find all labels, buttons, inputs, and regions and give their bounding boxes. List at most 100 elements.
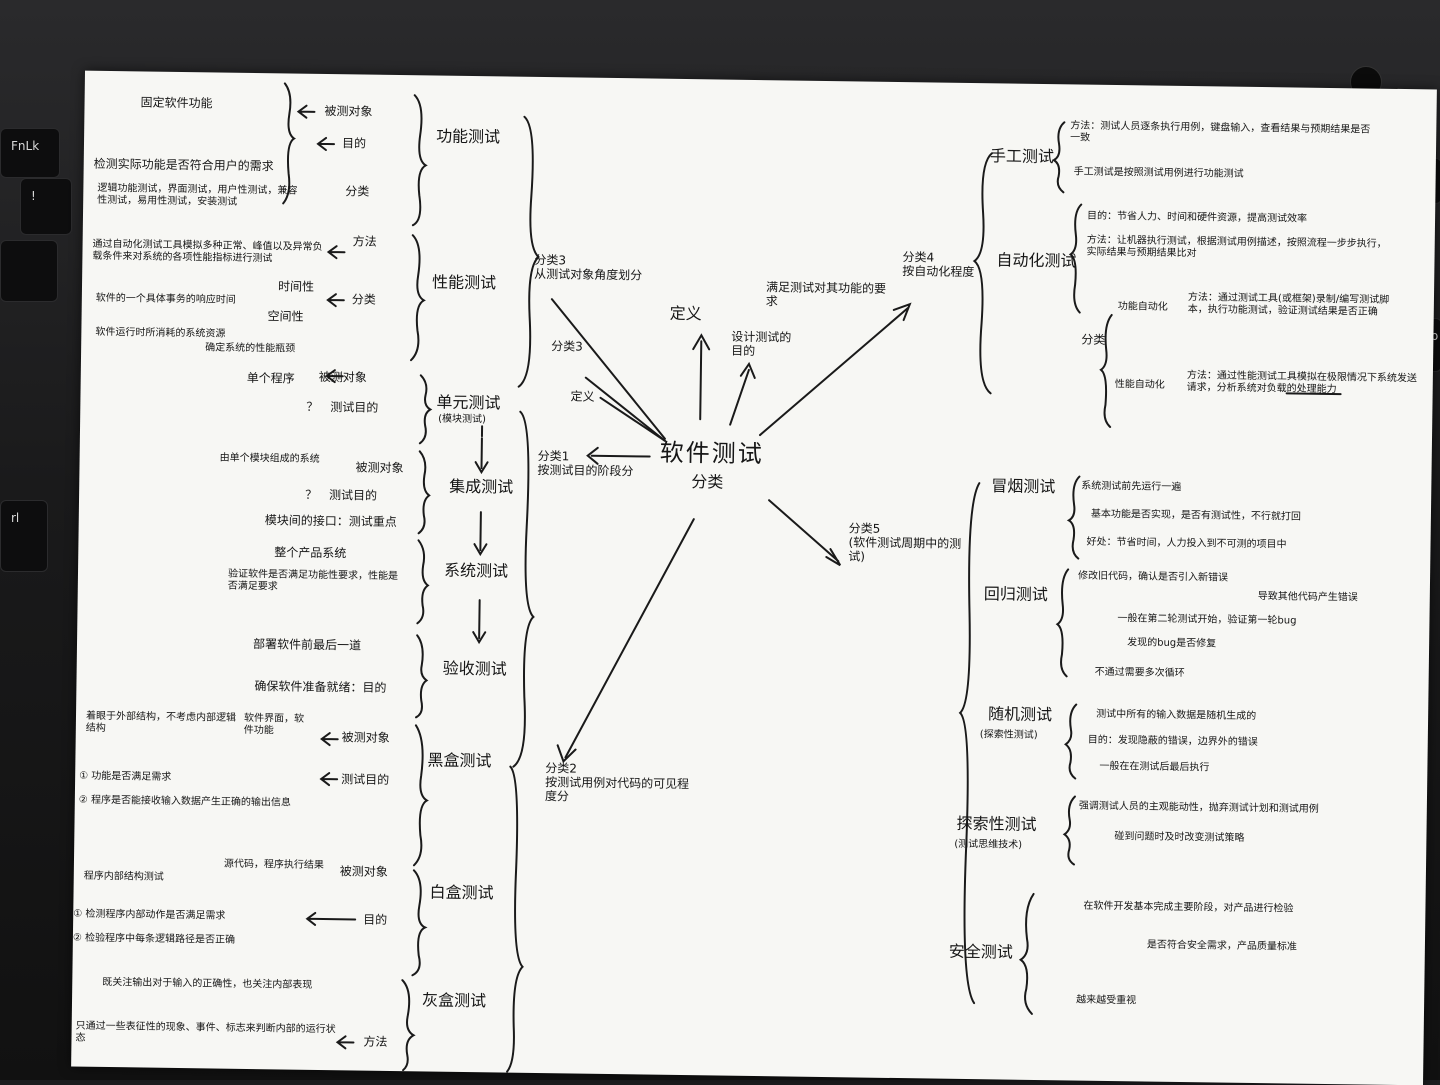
manual-method: 方法：测试人员逐条执行用例，键盘输入，查看结果与预期结果是否一致 xyxy=(1070,120,1376,148)
functional-object: 固定软件功能 xyxy=(140,95,212,110)
auto-perf-name: 性能自动化 xyxy=(1115,379,1165,392)
performance-method-label: 方法 xyxy=(353,234,377,248)
branch-define: 定义 xyxy=(670,305,702,323)
spoke-cat3b xyxy=(585,378,666,441)
unit-test-label: 单元测试 xyxy=(436,394,500,413)
functional-object-label: 被测对象 xyxy=(324,104,372,119)
whitebox-purpose2: ② 检验程序中每条逻辑路径是否正确 xyxy=(73,933,235,947)
manual-test-label: 手工测试 xyxy=(990,147,1054,166)
regression-text3: 一般在第二轮测试开始，验证第一轮bug xyxy=(1117,613,1296,627)
whitebox-object-label: 被测对象 xyxy=(340,864,388,879)
acceptance-item2: 确保软件准备就绪：目的 xyxy=(254,679,386,695)
spoke-define xyxy=(700,341,701,419)
system-item1: 整个产品系统 xyxy=(274,545,346,560)
whitebox-note: 程序内部结构测试 xyxy=(84,871,164,884)
bracket-manual xyxy=(1053,122,1064,192)
arrow-integration-system xyxy=(480,512,481,550)
integration-test-label: 集成测试 xyxy=(449,478,513,497)
whitebox-object: 源代码，程序执行结果 xyxy=(224,859,324,872)
integration-object-label: 被测对象 xyxy=(355,460,403,475)
key-1: ! xyxy=(20,178,72,235)
unit-purpose-label: 测试目的 xyxy=(330,400,378,415)
mind-map-paper: 软件测试 分类 定义 设计测试的目的 满足测试对其功能的要求 分类3 定义 分类… xyxy=(71,71,1437,1085)
performance-time-label: 时间性 xyxy=(278,279,314,294)
bracket-cat1 xyxy=(513,412,536,767)
branch-cat1: 分类1 按测试目的阶段分 xyxy=(537,449,647,479)
auto-perf-text: 方法：通过性能测试工具模拟在极限情况下系统发送请求，分析系统对负载的处理能力 xyxy=(1187,370,1417,397)
center-title: 软件测试 xyxy=(660,439,764,468)
smoke-test-label: 冒烟测试 xyxy=(991,477,1055,496)
bracket-smoke xyxy=(1068,476,1079,558)
safety-text3: 越来越受重视 xyxy=(1076,995,1136,1008)
bracket-functional xyxy=(413,95,427,225)
system-test-label: 系统测试 xyxy=(444,562,508,581)
integration-object: 由单个模块组成的系统 xyxy=(220,453,320,466)
bracket-unit xyxy=(420,375,431,443)
safety-text2: 是否符合安全需求，产品质量标准 xyxy=(1147,940,1297,954)
random-test-label: 随机测试 xyxy=(988,705,1052,724)
key-fnlk: FnLk xyxy=(0,128,60,178)
safety-test-label: 安全测试 xyxy=(949,943,1013,962)
exploratory-test-label: 探索性测试 xyxy=(956,815,1036,834)
bracket-acceptance xyxy=(416,635,427,717)
branch-cat3: 分类3 从测试对象角度划分 xyxy=(534,253,654,283)
functional-test-label: 功能测试 xyxy=(436,128,500,147)
bracket-exploratory xyxy=(1064,796,1075,864)
spoke-cat3 xyxy=(550,299,667,439)
functional-class-label: 分类 xyxy=(345,184,369,198)
bracket-integration xyxy=(419,451,430,533)
spoke-cat3c xyxy=(600,398,666,441)
manual-note: 手工测试是按照测试用例进行功能测试 xyxy=(1074,166,1244,180)
bracket-graybox xyxy=(401,980,414,1070)
key-left-lower: rl xyxy=(0,500,48,572)
auto-test-label: 自动化测试 xyxy=(996,251,1076,270)
branch-purpose: 设计测试的目的 xyxy=(731,330,801,359)
performance-note: 确定系统的性能瓶颈 xyxy=(205,342,295,355)
functional-purpose-label: 目的 xyxy=(342,136,366,150)
integration-note: 模块间的接口：测试重点 xyxy=(265,513,397,529)
performance-test-label: 性能测试 xyxy=(432,273,496,292)
acceptance-test-label: 验收测试 xyxy=(443,660,507,679)
whitebox-purpose-label: 目的 xyxy=(363,913,387,927)
spoke-cat2 xyxy=(565,517,693,759)
unit-object: 单个程序 xyxy=(247,371,295,386)
random-test-sub: (探索性测试) xyxy=(980,729,1038,742)
center-subtitle: 分类 xyxy=(691,473,723,491)
bracket-random xyxy=(1065,704,1076,778)
acceptance-item1: 部署软件前最后一道 xyxy=(253,637,361,653)
regression-text2: 导致其他代码产生错误 xyxy=(1258,591,1358,604)
random-text2: 目的：发现隐蔽的错误，边界外的错误 xyxy=(1088,735,1258,749)
regression-text5: 不通过需要多次循环 xyxy=(1095,667,1185,680)
branch-define-small: 定义 xyxy=(570,389,594,403)
arrow-system-acceptance xyxy=(479,600,480,638)
random-text3: 一般在在测试后最后执行 xyxy=(1099,761,1209,775)
regression-text4: 发现的bug是否修复 xyxy=(1127,637,1216,650)
auto-class-label: 分类 xyxy=(1081,333,1105,347)
exploratory-text2: 碰到问题时及时改变测试策略 xyxy=(1114,831,1244,845)
blackbox-purpose1: ① 功能是否满足需求 xyxy=(79,771,171,784)
blackbox-object-side: 软件界面，软件功能 xyxy=(244,713,304,738)
integration-purpose-label: 测试目的 xyxy=(329,488,377,503)
unit-object-label: 被测对象 xyxy=(319,370,367,385)
spoke-purpose xyxy=(730,370,749,425)
exploratory-test-sub: (测试思维技术) xyxy=(954,839,1022,852)
bracket-cat2 xyxy=(506,767,525,1072)
spoke-cat5 xyxy=(768,500,839,561)
performance-space-label: 空间性 xyxy=(268,309,304,324)
whitebox-test-label: 白盒测试 xyxy=(429,884,493,903)
bracket-performance xyxy=(411,235,425,360)
spoke-cat4 xyxy=(760,306,908,437)
bracket-safety xyxy=(1020,894,1034,1014)
whitebox-purpose1: ① 检测程序内部动作是否满足需求 xyxy=(73,909,225,923)
branch-cat2: 分类2 按测试用例对代码的可见程度分 xyxy=(545,761,696,805)
bracket-cat3 xyxy=(519,117,541,387)
functional-class-text: 逻辑功能测试，界面测试，用户性测试，兼容性测试，易用性测试，安装测试 xyxy=(97,183,297,210)
graybox-method-label: 方法 xyxy=(363,1035,387,1049)
functional-purpose: 检测实际功能是否符合用户的需求 xyxy=(94,157,274,174)
branch-cat3-small: 分类3 xyxy=(551,339,583,353)
unit-test-sub: (模块测试) xyxy=(438,414,486,427)
blackbox-object-label: 被测对象 xyxy=(342,730,390,745)
blackbox-test-label: 黑盒测试 xyxy=(427,751,491,770)
bracket-regression xyxy=(1057,569,1068,676)
bracket-whitebox xyxy=(412,870,425,975)
